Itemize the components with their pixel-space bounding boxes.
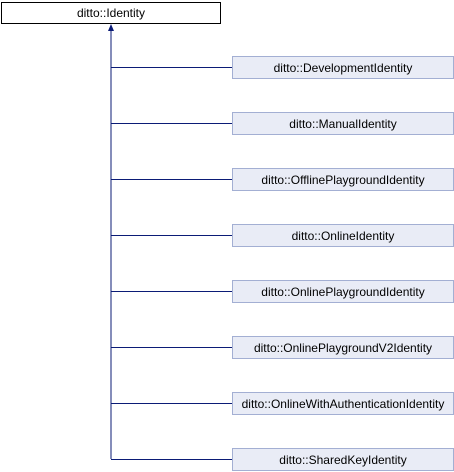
- inheritance-arrowhead: [108, 24, 114, 31]
- derived-class-node[interactable]: ditto::ManualIdentity: [232, 112, 454, 135]
- derived-class-node[interactable]: ditto::OnlinePlaygroundIdentity: [232, 280, 454, 303]
- derived-class-node[interactable]: ditto::OfflinePlaygroundIdentity: [232, 168, 454, 191]
- derived-class-node[interactable]: ditto::OnlineWithAuthenticationIdentity: [232, 392, 454, 415]
- base-class-node[interactable]: ditto::Identity: [1, 2, 221, 24]
- derived-class-node[interactable]: ditto::OnlinePlaygroundV2Identity: [232, 336, 454, 359]
- derived-class-node[interactable]: ditto::SharedKeyIdentity: [232, 448, 454, 471]
- derived-class-node[interactable]: ditto::OnlineIdentity: [232, 224, 454, 247]
- derived-class-node[interactable]: ditto::DevelopmentIdentity: [232, 56, 454, 79]
